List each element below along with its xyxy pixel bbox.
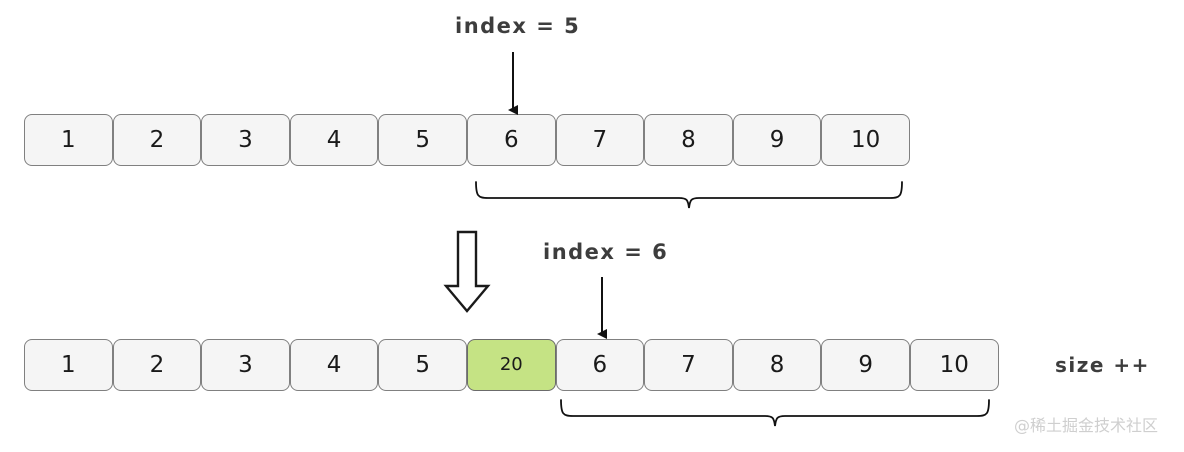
array-cell: 1 — [24, 339, 113, 391]
size-increment-label: size ++ — [1055, 353, 1150, 377]
array-cell: 9 — [821, 339, 910, 391]
array-cell: 9 — [732, 114, 822, 166]
array-cell: 6 — [555, 339, 645, 391]
watermark: @稀土掘金技术社区 — [1014, 416, 1159, 435]
index-label-bottom: index = 6 — [543, 240, 669, 264]
array-cell: 6 — [466, 114, 556, 166]
array-cell: 2 — [112, 339, 202, 391]
array-cell: 5 — [378, 339, 467, 391]
array-cell: 2 — [112, 114, 202, 166]
array-cell: 7 — [555, 114, 645, 166]
array-cell: 8 — [732, 339, 822, 391]
array-cell: 8 — [644, 114, 733, 166]
array-cell: 7 — [644, 339, 733, 391]
array-cell: 10 — [821, 114, 910, 166]
array-cell: 5 — [378, 114, 467, 166]
brace-top-icon — [475, 181, 903, 209]
array-cell: 3 — [201, 114, 290, 166]
array-cell: 20 — [466, 339, 556, 391]
array-cell: 10 — [909, 339, 999, 391]
array-cell: 4 — [289, 339, 379, 391]
index-label-top: index = 5 — [455, 14, 581, 38]
insert-operation-arrow-icon — [443, 230, 491, 313]
brace-bottom-icon — [560, 399, 990, 427]
array-cell: 1 — [24, 114, 113, 166]
array-cell: 4 — [289, 114, 379, 166]
array-cell: 3 — [201, 339, 290, 391]
